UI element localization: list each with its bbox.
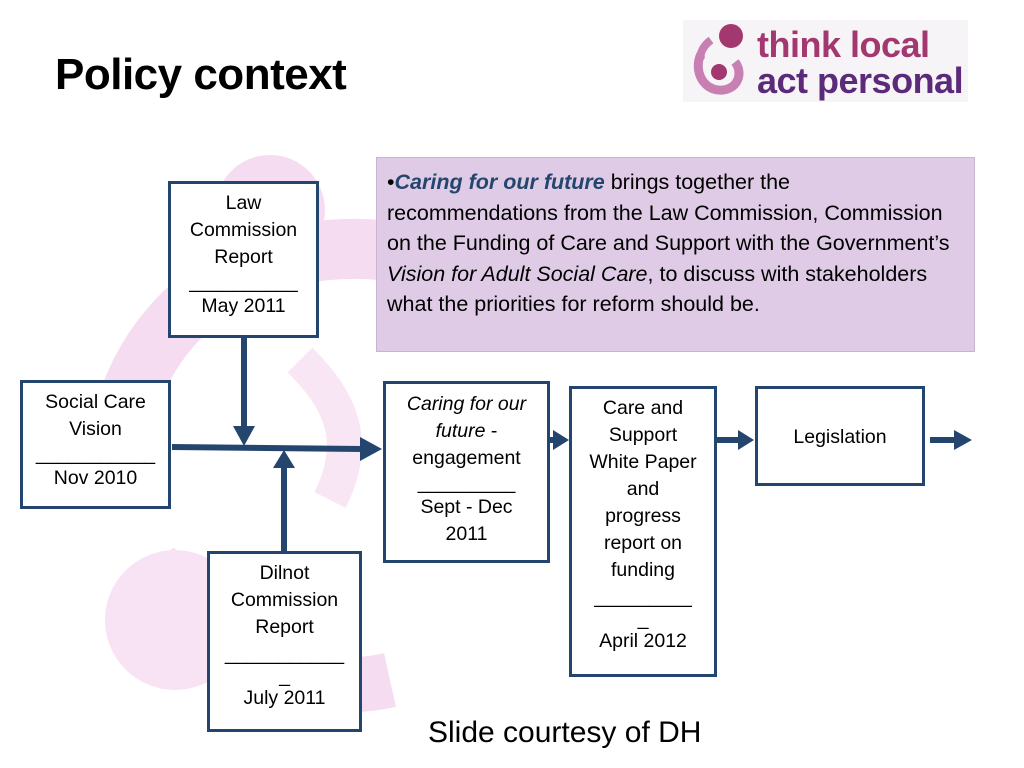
caring-for-our-future-box: Caring for our future - engagement _____… [383, 381, 550, 563]
callout-text-part2: , to discuss with stakeholders what the … [387, 261, 928, 317]
caring-to-whitepaper-arrowhead [553, 430, 569, 450]
dilnot-line2: Commission [230, 589, 339, 611]
social-line2: Vision [69, 418, 122, 440]
legislation-label: Legislation [793, 426, 887, 448]
caring-date-line2: 2011 [445, 523, 488, 545]
wp-line4: and [626, 478, 660, 500]
wp-separator: _________ [594, 586, 692, 608]
wp-line6: report on [603, 532, 683, 554]
wp-line5: progress [605, 505, 681, 527]
whitepaper-to-legislation-arrowhead [738, 430, 754, 450]
wp-line1: Care and [602, 397, 684, 419]
dilnot-line3: Report [255, 616, 314, 638]
logo-text-think-local: think local [757, 24, 930, 65]
summary-callout: •Caring for our future brings together t… [376, 157, 975, 352]
caring-title-italic: Caring for our future [406, 393, 527, 442]
law-line3: Report [214, 246, 273, 268]
law-line1: Law [225, 192, 262, 214]
legislation-onward-arrowhead [954, 430, 972, 450]
think-local-act-personal-logo: think local act personal [683, 20, 968, 102]
law-date: May 2011 [201, 295, 286, 317]
caring-date-line1: Sept - Dec [420, 496, 513, 518]
logo-text-act-personal: act personal [757, 60, 964, 101]
connector-arrowhead-to-caring [360, 437, 382, 461]
wp-date: April 2012 [599, 630, 687, 652]
dilnot-date: July 2011 [243, 687, 326, 709]
legislation-box: Legislation [755, 386, 925, 486]
dilnot-separator-tail: _ [279, 665, 290, 687]
callout-emphasis: Caring for our future [394, 170, 605, 194]
social-separator: ___________ [35, 443, 156, 465]
law-separator: __________ [189, 271, 298, 293]
dilnot-line1: Dilnot [259, 562, 310, 584]
dilnot-up-arrowhead [273, 450, 295, 468]
wp-separator-tail: _ [637, 608, 649, 630]
wp-line2: Support [608, 424, 678, 446]
main-horizontal-connector [171, 444, 363, 452]
social-care-vision-box: Social Care Vision ___________ Nov 2010 [20, 380, 171, 509]
dilnot-commission-report-box: Dilnot Commission Report ___________ _ J… [207, 551, 362, 732]
callout-bullet: • [387, 170, 395, 194]
wp-line3: White Paper [589, 451, 697, 473]
law-commission-report-box: Law Commission Report __________ May 201… [168, 181, 319, 338]
caring-title-suffix: - [485, 420, 498, 442]
social-date: Nov 2010 [53, 467, 138, 489]
social-line1: Social Care [45, 391, 146, 413]
caring-line3: engagement [412, 447, 521, 469]
white-paper-box: Care and Support White Paper and progres… [569, 386, 717, 677]
callout-text-part1: brings together the recommendations from… [387, 170, 950, 255]
wp-line7: funding [611, 559, 675, 581]
dilnot-separator: ___________ [224, 643, 345, 665]
caring-separator: _________ [417, 472, 516, 494]
logo-figure-icon [693, 24, 744, 95]
page-title: Policy context [55, 50, 347, 99]
callout-italic: Vision for Adult Social Care [387, 261, 648, 286]
slide-courtesy-caption: Slide courtesy of DH [428, 716, 702, 749]
caring-title: Caring for our future - [386, 391, 547, 445]
law-down-arrowhead [233, 426, 255, 446]
law-line2: Commission [189, 219, 298, 241]
